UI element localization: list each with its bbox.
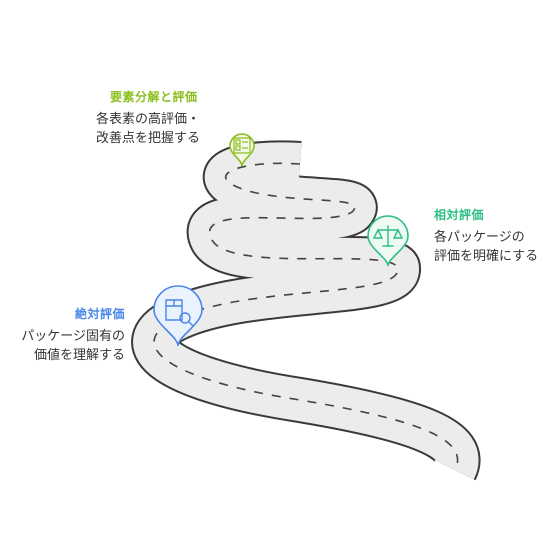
marker-step-3	[153, 285, 203, 347]
step-1-description: 各表素の高評価・ 改善点を把握する	[96, 110, 200, 148]
balance-scale-icon	[372, 225, 404, 247]
step-3-description: パッケージ固有の 価値を理解する	[21, 327, 125, 365]
marker-step-1	[229, 133, 255, 167]
step-3-desc-line-2: 価値を理解する	[33, 348, 125, 363]
step-1-desc-line-1: 各表素の高評価・	[96, 112, 201, 127]
step-1-title: 要素分解と評価	[110, 90, 198, 104]
step-2-description: 各パッケージの 評価を明確にする	[434, 228, 538, 266]
step-2-title: 相対評価	[434, 208, 485, 222]
checklist-icon	[233, 137, 251, 154]
road-center-dash	[153, 162, 459, 471]
marker-step-2	[367, 215, 409, 267]
step-2-desc-line-1: 各パッケージの	[434, 230, 525, 245]
step-3-desc-line-1: パッケージ固有の	[21, 329, 125, 344]
package-search-icon	[165, 299, 194, 327]
step-2-desc-line-2: 評価を明確にする	[434, 249, 539, 264]
step-3-title: 絶対評価	[74, 307, 125, 321]
step-1-desc-line-2: 改善点を把握する	[96, 131, 201, 146]
